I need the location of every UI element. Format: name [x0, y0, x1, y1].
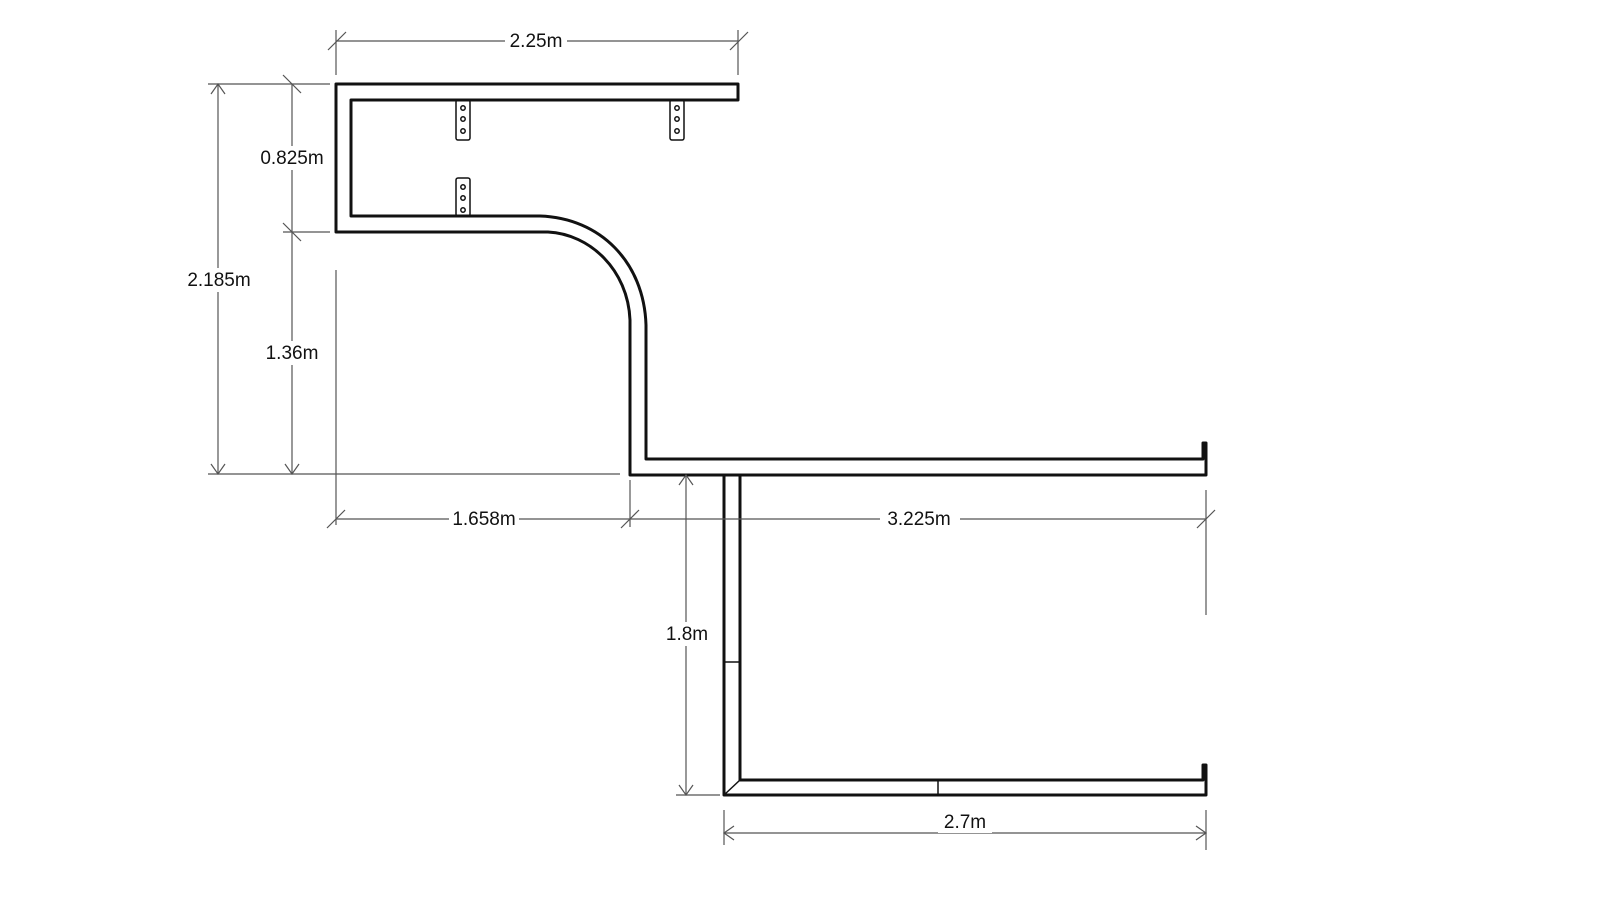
dimension-right-run: 3.225m — [630, 490, 1216, 615]
dimension-left-run: 1.658m — [326, 480, 640, 531]
upper-rail — [334, 82, 1208, 477]
dimension-label: 1.36m — [266, 343, 319, 364]
dimension-lower-height: 1.8m — [660, 473, 720, 797]
bracket-3 — [455, 177, 471, 217]
dimension-lower-width: 2.7m — [722, 810, 1208, 850]
lower-rail — [722, 475, 1208, 797]
dimension-label: 1.8m — [666, 624, 708, 645]
bracket-1 — [455, 99, 471, 141]
bracket-2 — [669, 99, 685, 141]
dimension-middle-height: 1.36m — [258, 232, 337, 525]
dimension-label: 1.658m — [452, 509, 515, 530]
dimension-label: 2.185m — [187, 270, 250, 291]
dimension-label: 3.225m — [887, 509, 950, 530]
dimension-upper-depth: 0.825m — [255, 74, 330, 242]
dimension-label: 2.25m — [510, 31, 563, 52]
dimension-label: 2.7m — [944, 812, 986, 833]
dimension-top-width: 2.25m — [327, 30, 749, 75]
dimension-total-height: 2.185m — [180, 82, 620, 476]
dimension-label: 0.825m — [260, 148, 323, 169]
